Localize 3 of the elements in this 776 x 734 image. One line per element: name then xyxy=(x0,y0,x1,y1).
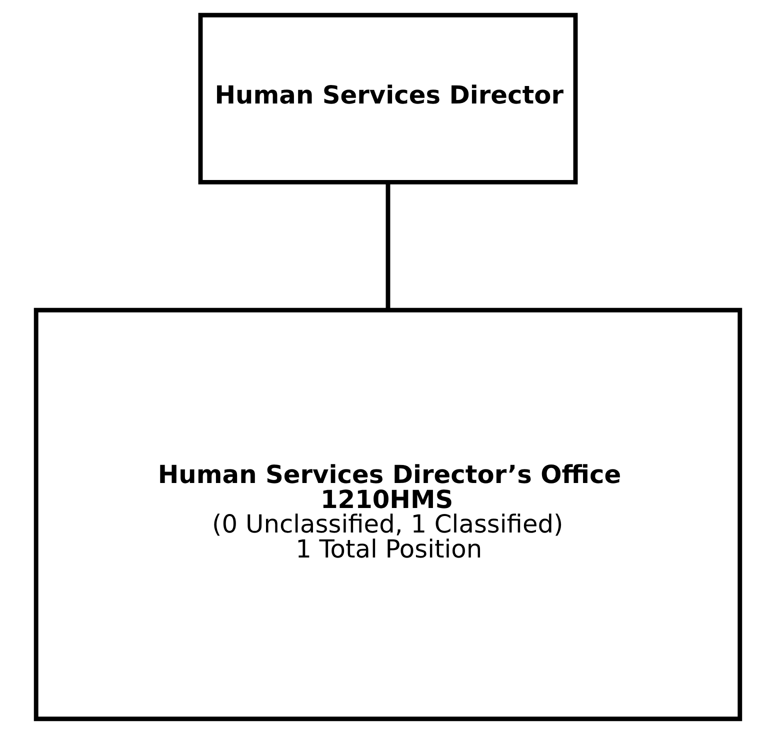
connector xyxy=(386,182,390,310)
node-box: Human Services Director’s Office 1210HMS (0 Unclassified, 1 Classified) 1 Total Position xyxy=(34,308,742,722)
node-box: Human Services Director xyxy=(198,12,578,184)
